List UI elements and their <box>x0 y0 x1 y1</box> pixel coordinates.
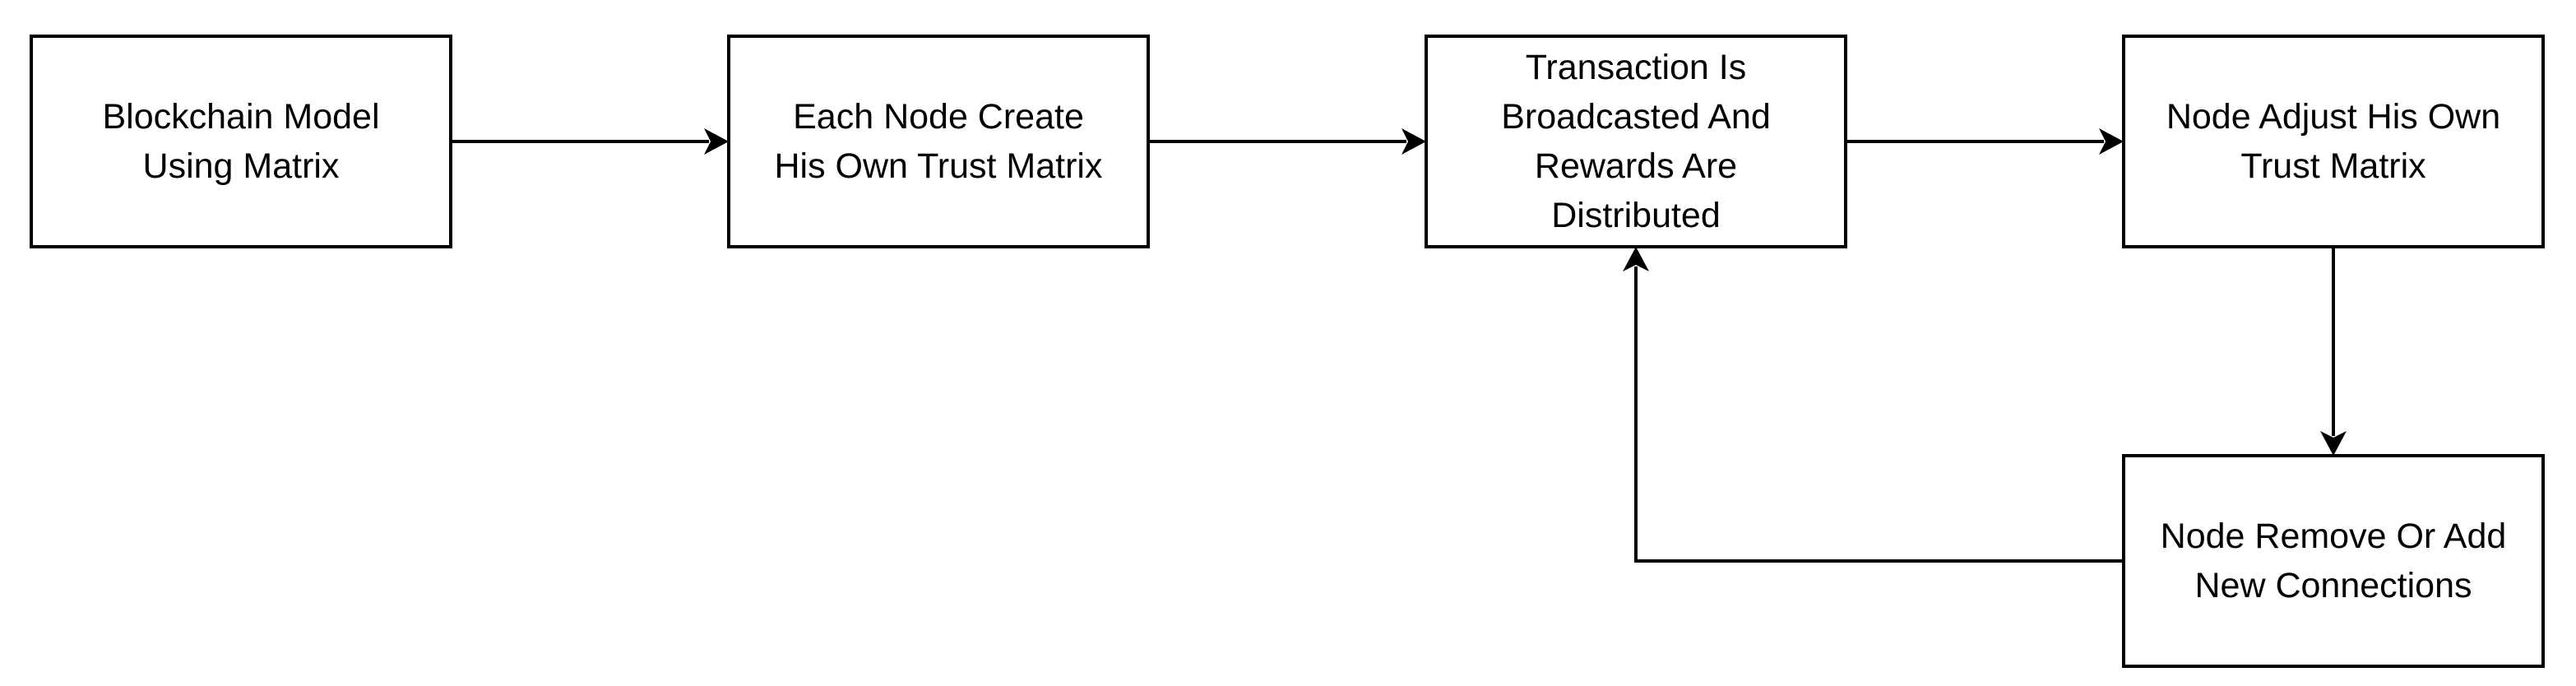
node-box-adjust-trust-matrix <box>2122 35 2545 248</box>
node-box-modify-connections <box>2122 454 2545 668</box>
node-label-modify-connections: Node Remove Or Add New Connections <box>2160 517 2507 605</box>
arrow-head-transaction-return <box>1623 247 1649 271</box>
node-label-blockchain-model: Blockchain Model Using Matrix <box>102 97 380 186</box>
node-box-create-trust-matrix <box>727 35 1150 248</box>
arrow-head-modify <box>2320 431 2347 456</box>
node-label-adjust-trust-matrix: Node Adjust His Own Trust Matrix <box>2166 97 2501 186</box>
arrow-head-transaction <box>1402 128 1426 155</box>
node-box-blockchain-model <box>30 35 452 248</box>
arrow-head-create <box>704 128 729 155</box>
node-box-transaction-broadcast <box>1425 35 1847 248</box>
arrow-head-adjust <box>2099 128 2124 155</box>
node-label-create-trust-matrix: Each Node Create His Own Trust Matrix <box>774 97 1103 186</box>
node-label-transaction-broadcast: Transaction Is Broadcasted And Rewards A… <box>1501 48 1771 235</box>
edge-modify-to-transaction <box>1634 267 2124 563</box>
